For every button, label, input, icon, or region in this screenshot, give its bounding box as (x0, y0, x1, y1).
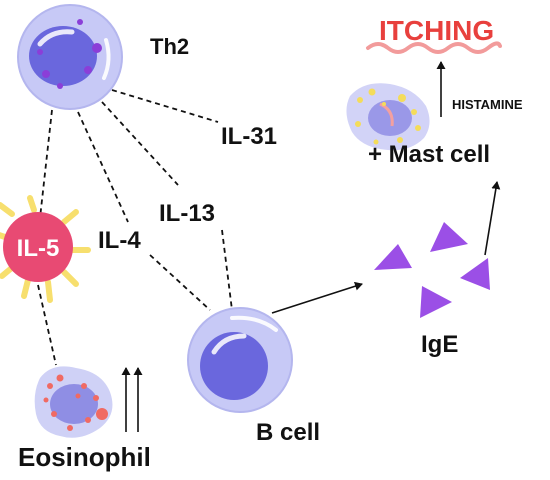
connector-th2-il31 (111, 89, 219, 123)
bcell-label: B cell (256, 419, 320, 446)
eosinophil-cell-icon (34, 366, 113, 438)
connector-th2-il5 (39, 109, 53, 219)
histamine-label: HISTAMINE (452, 97, 523, 112)
th2-label: Th2 (150, 34, 189, 59)
il31-label: IL-31 (221, 123, 277, 150)
ige-triangle-1 (374, 244, 412, 270)
arrow-ige-to-mastcell (484, 181, 501, 256)
itching-wave-icon (366, 41, 502, 54)
ige-label: IgE (421, 331, 458, 358)
connector-il5-eosinophil (37, 284, 57, 366)
connector-il4-bcell (149, 254, 211, 311)
il4-label: IL-4 (98, 227, 141, 254)
il5-label: IL-5 (17, 235, 60, 262)
ige-triangle-4 (420, 286, 452, 318)
il5-burst-icon (0, 195, 91, 303)
solid-arrows (121, 61, 501, 432)
mast-cell-icon (346, 83, 430, 151)
connector-th2-il4 (77, 111, 129, 223)
ige-triangle-icon (374, 222, 490, 318)
eosinophil-label: Eosinophil (18, 442, 151, 472)
connector-th2-il13 (101, 101, 179, 186)
arrow-bcell-to-ige (271, 281, 363, 314)
dashed-connectors (37, 89, 233, 366)
il13-label: IL-13 (159, 200, 215, 227)
mast-cell-label: + Mast cell (368, 141, 490, 168)
b-cell-icon (187, 307, 293, 413)
itching-label: ITCHING (379, 15, 494, 46)
ige-triangle-2 (430, 222, 468, 252)
connector-il13-bcell (221, 229, 233, 311)
ige-triangle-3 (460, 258, 490, 290)
th2-cell-icon (17, 4, 123, 110)
